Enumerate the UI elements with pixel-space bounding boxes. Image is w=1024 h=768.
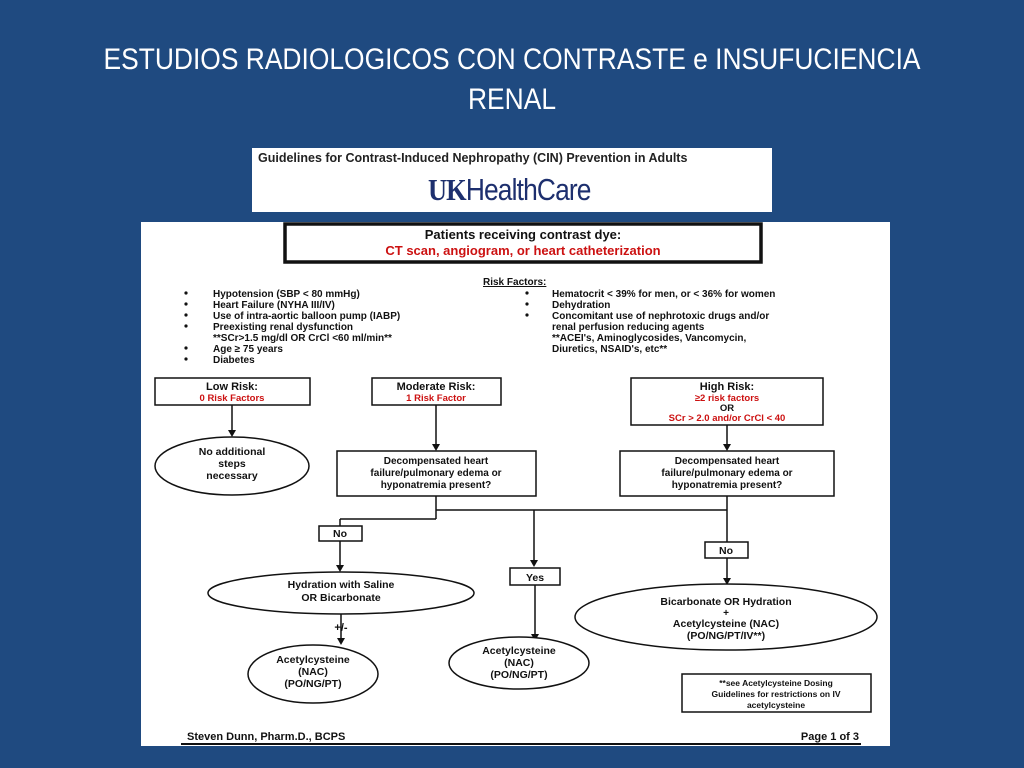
no-label-left: No xyxy=(333,528,347,540)
slide-title: ESTUDIOS RADIOLOGICOS CON CONTRASTE e IN… xyxy=(97,40,928,120)
bicarbonate-line: (PO/NG/PT/IV**) xyxy=(687,630,765,642)
bullet xyxy=(184,357,188,361)
risk-right-item: renal perfusion reducing agents xyxy=(552,322,705,333)
header-box xyxy=(283,222,763,264)
risk-right-item: **ACEI's, Aminoglycosides, Vancomycin, xyxy=(552,333,747,344)
hydration-saline-line: OR Bicarbonate xyxy=(301,592,381,604)
bullet xyxy=(184,324,188,328)
footer-page: Page 1 of 3 xyxy=(801,731,859,743)
slide-title-line-2: RENAL xyxy=(467,83,557,116)
high-risk-sub-2: OR xyxy=(720,403,734,414)
acetyl-left-line: Acetylcysteine xyxy=(276,654,350,666)
acetyl-middle-line: (NAC) xyxy=(504,657,534,669)
bullet xyxy=(184,313,188,317)
bullet xyxy=(184,346,188,350)
low-risk-box xyxy=(154,377,311,406)
yes-label: Yes xyxy=(526,572,544,584)
acetylcysteine-left-ellipse xyxy=(247,644,379,704)
bicarbonate-line: Bicarbonate OR Hydration xyxy=(660,596,791,608)
decompensated-line: failure/pulmonary edema or xyxy=(370,468,501,479)
slide-title-line-1: ESTUDIOS RADIOLOGICOS CON CONTRASTE e IN… xyxy=(103,43,921,76)
risk-left-item: **SCr>1.5 mg/dl OR CrCl <60 ml/min** xyxy=(213,333,392,344)
risk-right-item: Dehydration xyxy=(552,300,610,311)
hydration-saline-line: Hydration with Saline xyxy=(288,579,395,591)
high-risk-box xyxy=(630,377,824,426)
footer-author: Steven Dunn, Pharm.D., BCPS xyxy=(187,731,345,743)
moderate-risk-sub: 1 Risk Factor xyxy=(406,393,466,404)
risk-factors-title: Risk Factors: xyxy=(483,277,546,288)
decompensated-line: Decompensated heart xyxy=(675,456,780,467)
footnote-line: acetylcysteine xyxy=(747,700,805,710)
decompensated-box-moderate xyxy=(336,450,537,497)
moderate-risk-title: Moderate Risk: xyxy=(397,381,476,393)
decompensated-line: Decompensated heart xyxy=(384,456,489,467)
bullet xyxy=(184,302,188,306)
bullet xyxy=(184,291,188,295)
low-risk-sub: 0 Risk Factors xyxy=(200,393,265,404)
risk-right-item: Diuretics, NSAID's, etc** xyxy=(552,344,667,355)
risk-right-item: Concomitant use of nephrotoxic drugs and… xyxy=(552,311,769,322)
low-risk-title: Low Risk: xyxy=(206,381,258,393)
risk-left-item: Hypotension (SBP < 80 mmHg) xyxy=(213,289,360,300)
ukhealthcare-logo: UKHealthCare xyxy=(428,172,591,208)
banner-title: Guidelines for Contrast-Induced Nephropa… xyxy=(258,151,688,165)
header-line-1: Patients receiving contrast dye: xyxy=(425,227,622,242)
flowchart-svg: Patients receiving contrast dye: CT scan… xyxy=(154,222,878,745)
footnote-line: Guidelines for restrictions on IV xyxy=(712,689,841,699)
high-risk-title: High Risk: xyxy=(700,381,754,393)
no-additional-ellipse xyxy=(154,436,310,496)
header-line-2: CT scan, angiogram, or heart catheteriza… xyxy=(385,243,660,258)
no-additional-line: steps xyxy=(218,458,246,470)
bicarbonate-line: Acetylcysteine (NAC) xyxy=(673,618,779,630)
risk-left-item: Heart Failure (NYHA III/IV) xyxy=(213,300,335,311)
bullet xyxy=(525,302,529,306)
risk-factors-right: Hematocrit < 39% for men, or < 36% for w… xyxy=(525,289,775,355)
high-risk-sub-3: SCr > 2.0 and/or CrCl < 40 xyxy=(669,413,786,424)
risk-left-item: Preexisting renal dysfunction xyxy=(213,322,353,333)
decompensated-line: hyponatremia present? xyxy=(381,480,492,491)
arrow-head xyxy=(337,638,345,645)
footnote-box xyxy=(681,673,872,713)
decompensated-line: hyponatremia present? xyxy=(672,480,783,491)
arrow-head xyxy=(228,430,236,437)
logo-uk: UK xyxy=(428,172,467,207)
arrow-head xyxy=(723,444,731,451)
bullet xyxy=(525,313,529,317)
arrow-head xyxy=(432,444,440,451)
risk-left-item: Diabetes xyxy=(213,355,255,366)
flowchart-document: Patients receiving contrast dye: CT scan… xyxy=(141,222,890,746)
acetyl-left-line: (NAC) xyxy=(298,666,328,678)
logo-healthcare: HealthCare xyxy=(465,172,592,207)
decompensated-box-high xyxy=(619,450,835,497)
arrow-head xyxy=(723,578,731,585)
acetyl-middle-line: (PO/NG/PT) xyxy=(490,669,547,681)
risk-left-item: Use of intra-aortic balloon pump (IABP) xyxy=(213,311,400,322)
acetyl-middle-line: Acetylcysteine xyxy=(482,645,556,657)
arrow-head xyxy=(336,565,344,572)
acetylcysteine-middle-ellipse xyxy=(448,636,590,690)
bicarbonate-plus: + xyxy=(723,608,729,619)
bullet xyxy=(525,291,529,295)
bicarbonate-ellipse xyxy=(574,583,878,651)
arrow-head xyxy=(530,560,538,567)
high-risk-sub-1: ≥2 risk factors xyxy=(695,393,759,404)
acetyl-left-line: (PO/NG/PT) xyxy=(284,678,341,690)
no-label-right: No xyxy=(719,545,733,557)
risk-factors-left: Hypotension (SBP < 80 mmHg) Heart Failur… xyxy=(184,289,400,366)
footnote-line: **see Acetylcysteine Dosing xyxy=(719,678,833,688)
decompensated-line: failure/pulmonary edema or xyxy=(661,468,792,479)
risk-left-item: Age ≥ 75 years xyxy=(213,344,283,355)
risk-right-item: Hematocrit < 39% for men, or < 36% for w… xyxy=(552,289,775,300)
no-additional-line: necessary xyxy=(206,470,258,482)
no-additional-line: No additional xyxy=(199,446,266,458)
guidelines-banner: Guidelines for Contrast-Induced Nephropa… xyxy=(252,148,772,212)
